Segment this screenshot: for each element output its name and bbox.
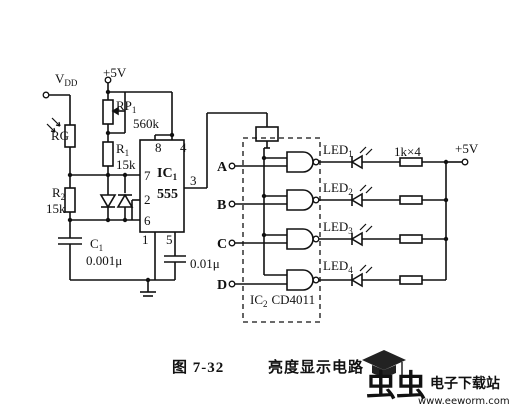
c1-label: C1 — [90, 236, 103, 253]
pin-5-label: 5 — [166, 232, 173, 247]
pin-3-label: 3 — [190, 173, 197, 188]
pin-7-label: 7 — [144, 168, 151, 183]
mortarboard-icon — [362, 350, 406, 376]
pin-6-label: 6 — [144, 213, 151, 228]
capacitor-c1 — [58, 237, 82, 280]
nand-gate-3 — [286, 228, 320, 250]
led1-label: LED1 — [323, 142, 353, 159]
ic1-555-body — [139, 139, 185, 233]
potentiometer-rp1 — [102, 92, 126, 142]
watermark-logo: 虫虫 电子下载站 www.eeworm.com — [362, 350, 510, 407]
figure-caption: 图 7-32 亮度显示电路 — [172, 358, 364, 376]
ground-symbol — [140, 291, 156, 297]
led4-label: LED4 — [323, 258, 353, 275]
vcc-left-label: +5V — [103, 65, 127, 80]
vdd-terminal — [42, 91, 71, 125]
resistor-r1 — [102, 141, 114, 167]
led-row-3 — [319, 223, 446, 247]
led-row-2 — [319, 184, 446, 208]
pin-8-label: 8 — [155, 140, 162, 155]
r2-label: R2 — [52, 185, 65, 202]
input-b-label: B — [217, 198, 226, 213]
figure-number: 图 7-32 — [172, 359, 224, 376]
ic1-555-section — [42, 76, 268, 297]
pin-1-label: 1 — [142, 232, 149, 247]
rg-label: RG — [51, 128, 69, 143]
vdd-label: VDD — [55, 71, 78, 88]
resistor-r2 — [64, 187, 76, 213]
nand-gate-1 — [286, 151, 320, 173]
r1-label: R1 — [116, 141, 129, 158]
input-terminal-b[interactable] — [228, 200, 287, 208]
vcc-right-rail — [443, 158, 469, 280]
input-c-label: C — [217, 237, 227, 252]
steering-diodes — [99, 172, 134, 220]
rp1-value: 560k — [133, 116, 160, 131]
r1-value: 15k — [116, 157, 136, 172]
led-row-4 — [319, 264, 446, 288]
led3-label: LED3 — [323, 219, 353, 236]
pin-2-label: 2 — [144, 192, 151, 207]
c2-value: 0.01μ — [190, 256, 220, 271]
led2-label: LED2 — [323, 180, 353, 197]
vcc-right-label: +5V — [455, 141, 479, 156]
input-terminal-a[interactable] — [228, 162, 287, 170]
vcc-left-terminal — [104, 76, 175, 140]
input-terminal-c[interactable] — [228, 239, 287, 247]
input-d-label: D — [217, 278, 227, 293]
ic1-part: 555 — [157, 187, 178, 202]
ic2-buffer-block — [255, 126, 279, 142]
ic2-cd4011-section — [228, 126, 469, 323]
capacitor-c2 — [164, 255, 186, 280]
nand-gate-2 — [286, 189, 320, 211]
rp1-label: RP1 — [116, 98, 136, 115]
nand-gate-4 — [286, 269, 320, 291]
pin-4-label: 4 — [180, 140, 187, 155]
r2-value: 15k — [46, 201, 66, 216]
figure-title: 亮度显示电路 — [268, 358, 364, 376]
input-terminal-d[interactable] — [228, 280, 287, 288]
resistors-label: 1k×4 — [394, 144, 421, 159]
led-row-1 — [319, 146, 446, 170]
c1-value: 0.001μ — [86, 253, 122, 268]
component-labels: VDD +5V RP1 560k R1 15k RG R2 15k C1 0.0… — [46, 65, 479, 309]
ic2-boundary — [242, 137, 321, 323]
watermark-site: 电子下载站 — [430, 375, 500, 392]
watermark-brand: 虫虫 — [366, 369, 426, 404]
ic1-label: IC1 — [157, 166, 178, 182]
input-a-label: A — [217, 160, 228, 175]
watermark-url: www.eeworm.com — [418, 396, 510, 407]
